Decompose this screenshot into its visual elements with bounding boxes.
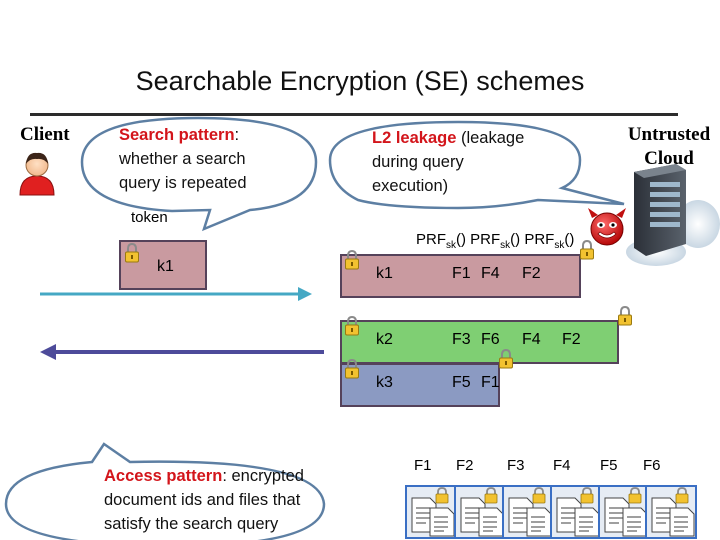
search-pattern-bubble: Search pattern: whether a search query i… [119,123,247,195]
file-label-5: F5 [600,457,618,474]
lock-icon [125,243,139,263]
user-icon [19,152,55,196]
index-row-file: F1 [481,374,500,391]
client-label: Client [20,124,70,145]
document-icon [550,485,602,539]
l2-leakage-line3: execution) [372,177,449,195]
index-row-file: F6 [481,331,500,348]
index-row-file: F5 [452,374,471,391]
index-row-key: k2 [376,331,393,348]
search-pattern-line2: whether a search [119,150,246,168]
prf-label-2: PRFsk() [470,231,521,251]
access-pattern-rest: : encrypted [222,467,304,485]
access-pattern-line3: satisfy the search query [104,515,279,533]
request-arrowhead [298,287,312,301]
index-row-file: F2 [562,331,581,348]
l2-leakage-bubble: L2 leakage (leakage during query executi… [372,126,524,198]
index-row-file: F1 [452,265,471,282]
access-pattern-bubble-shape [4,442,326,540]
document-icon [502,485,554,539]
response-arrowhead [40,344,56,360]
query-key-box: k1 [119,240,207,290]
document-icon [405,485,457,539]
l2-leakage-bubble-shape [328,120,625,210]
index-row-3: k3 F5 F1 [340,363,500,407]
access-pattern-highlight: Access pattern [104,467,223,485]
file-label-3: F3 [507,457,525,474]
cloud-label: Untrusted Cloud [614,123,720,171]
lock-icon [580,240,594,260]
lock-icon [499,349,513,369]
search-pattern-rest: : [234,126,240,144]
l2-leakage-line2: during query [372,153,464,171]
file-label-1: F1 [414,457,432,474]
file-label-2: F2 [456,457,474,474]
file-label-4: F4 [553,457,571,474]
index-row-key: k3 [376,374,393,391]
index-row-file: F4 [522,331,541,348]
prf-labels: PRFsk() PRFsk() PRFsk() [416,231,574,251]
devil-icon [588,208,626,246]
index-row-1: k1 F1 F4 F2 [340,254,581,298]
access-pattern-bubble: Access pattern: encrypted document ids a… [104,464,304,536]
index-row-file: F2 [522,265,541,282]
index-row-2: k2 F3 F6 F4 F2 [340,320,619,364]
title-divider [30,113,678,116]
cloud-label-line1: Untrusted [627,124,711,145]
search-pattern-bubble-shape [80,116,318,232]
file-label-6: F6 [643,457,661,474]
document-icon [645,485,697,539]
token-label: token [131,209,168,226]
index-row-file: F4 [481,265,500,282]
lock-icon [618,306,632,326]
prf-label-3: PRFsk() [524,231,575,251]
search-pattern-line3: query is repeated [119,174,247,192]
query-key-label: k1 [157,258,174,275]
search-pattern-highlight: Search pattern [119,126,235,144]
l2-leakage-highlight: L2 leakage [372,129,457,147]
lock-icon [345,316,359,336]
document-icon [598,485,650,539]
index-row-key: k1 [376,265,393,282]
arrows [40,287,324,360]
prf-label-1: PRFsk() [416,231,466,251]
cloud-label-line2: Cloud [644,148,694,169]
server-icon [626,164,720,266]
slide-title: Searchable Encryption (SE) schemes [135,66,585,96]
lock-icon [345,359,359,379]
access-pattern-line2: document ids and files that [104,491,301,509]
index-row-file: F3 [452,331,471,348]
l2-leakage-rest: (leakage [456,129,525,147]
document-icon [454,485,506,539]
lock-icon [345,250,359,270]
